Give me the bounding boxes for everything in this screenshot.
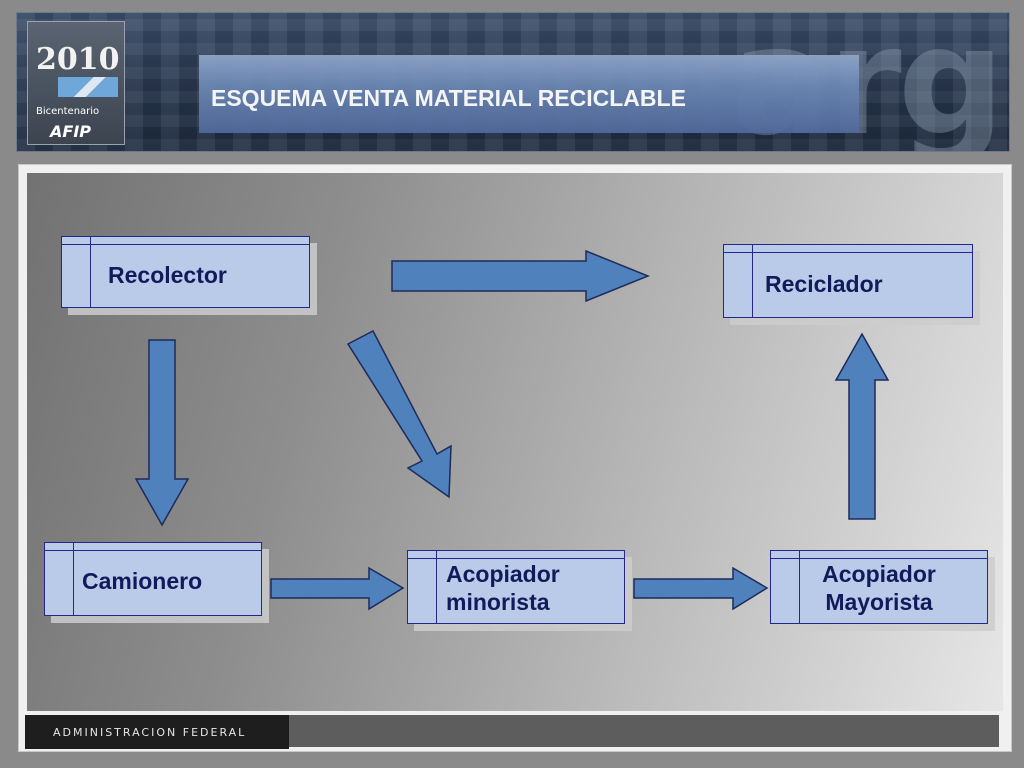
title-bar: ESQUEMA VENTA MATERIAL RECICLABLE bbox=[199, 55, 859, 133]
footer-text: ADMINISTRACION FEDERAL bbox=[53, 726, 247, 739]
node-label-acopiador-minorista: Acopiador minorista bbox=[446, 561, 560, 616]
node-label-camionero: Camionero bbox=[82, 568, 203, 594]
node-label-recolector: Recolector bbox=[108, 262, 227, 288]
arrows-layer bbox=[134, 249, 890, 611]
arrow-minorista-to-mayorista bbox=[633, 566, 769, 611]
logo-subtitle: Bicentenario bbox=[36, 106, 100, 117]
bicentenario-logo: 2010 Bicentenario AFIP bbox=[27, 21, 125, 145]
node-label-reciclador: Reciclador bbox=[765, 271, 883, 297]
arrow-recolector-to-camionero bbox=[134, 339, 190, 527]
footer-bar bbox=[289, 715, 999, 747]
node-acopiador-minorista: Acopiador minorista bbox=[407, 550, 625, 624]
diagram-canvas: Recolector Reciclador Camionero Acopiado… bbox=[27, 173, 1003, 711]
node-label-acopiador-mayorista: Acopiador Mayorista bbox=[822, 561, 936, 616]
node-acopiador-mayorista: Acopiador Mayorista bbox=[770, 550, 988, 624]
node-reciclador: Reciclador bbox=[723, 244, 973, 318]
flag-icon bbox=[58, 77, 118, 97]
slide-title: ESQUEMA VENTA MATERIAL RECICLABLE bbox=[211, 85, 686, 111]
arrow-recolector-to-acopiador-minorista bbox=[346, 329, 452, 499]
header-banner: arg 2010 Bicentenario AFIP ESQUEMA VENTA… bbox=[16, 12, 1010, 152]
slide-content-panel: Recolector Reciclador Camionero Acopiado… bbox=[18, 164, 1012, 752]
arrow-recolector-to-reciclador bbox=[391, 249, 651, 303]
afip-logo: AFIP bbox=[50, 122, 91, 141]
logo-year: 2010 bbox=[36, 42, 120, 77]
node-camionero: Camionero bbox=[44, 542, 262, 616]
footer-brand-bar: ADMINISTRACION FEDERAL bbox=[25, 715, 289, 749]
arrow-mayorista-to-reciclador bbox=[834, 332, 890, 520]
node-recolector: Recolector bbox=[61, 236, 310, 308]
arrow-camionero-to-acopiador-minorista bbox=[270, 566, 405, 611]
